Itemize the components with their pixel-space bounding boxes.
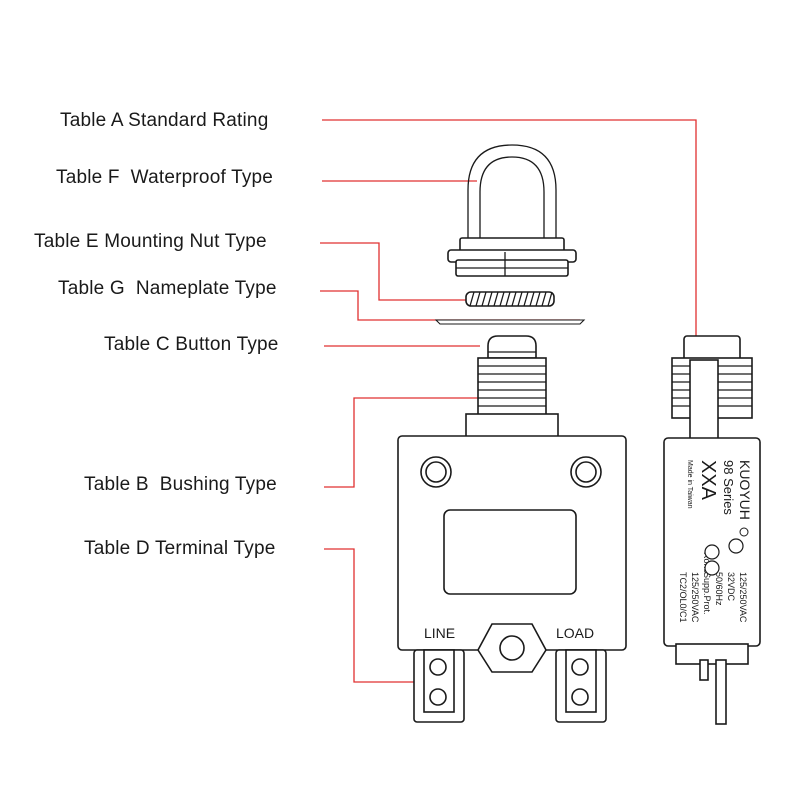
ce-cert-icon xyxy=(704,544,720,560)
terminal-load-label: LOAD xyxy=(556,625,594,641)
side-vac: 125/250VAC xyxy=(690,572,700,623)
registered-mark-icon xyxy=(739,527,749,537)
label-table-a: Table A Standard Rating xyxy=(60,110,268,131)
label-table-d: Table D Terminal Type xyxy=(84,538,275,559)
side-supp: Supp.Prot. xyxy=(702,572,712,615)
ul-cert-icon xyxy=(728,538,744,554)
side-brand: KUOYUH xyxy=(737,460,753,520)
breaker-side-view xyxy=(663,335,761,725)
leader-table-b xyxy=(324,397,500,488)
side-series: 98 Series xyxy=(721,460,736,515)
side-rating-3: 50/60Hz xyxy=(714,572,724,606)
table-labels: Table A Standard Rating Table F Waterpro… xyxy=(34,110,279,559)
label-table-e: Table E Mounting Nut Type xyxy=(34,231,267,252)
terminal-line-label: LINE xyxy=(424,625,455,641)
side-rating: XXA xyxy=(697,460,719,501)
leader-table-d xyxy=(324,548,420,683)
nameplate-drawing xyxy=(434,319,586,325)
label-table-f: Table F Waterproof Type xyxy=(56,167,273,188)
side-rating-2: 32VDC xyxy=(726,572,736,602)
leader-table-e xyxy=(320,242,470,301)
side-rating-1: 125/250VAC xyxy=(738,572,748,623)
waterproof-cap-drawing xyxy=(447,144,577,277)
tuv-cert-icon xyxy=(704,560,720,576)
side-made-in: Made in Taiwan xyxy=(686,460,693,509)
certification-icons xyxy=(704,527,749,576)
label-table-c: Table C Button Type xyxy=(104,334,279,355)
side-tc: TC2/OL0/C1 xyxy=(678,572,688,623)
mounting-nut-drawing xyxy=(465,291,555,307)
label-table-b: Table B Bushing Type xyxy=(84,474,277,495)
label-table-g: Table G Nameplate Type xyxy=(58,278,277,299)
breaker-front-view: LINE LOAD xyxy=(397,335,627,723)
